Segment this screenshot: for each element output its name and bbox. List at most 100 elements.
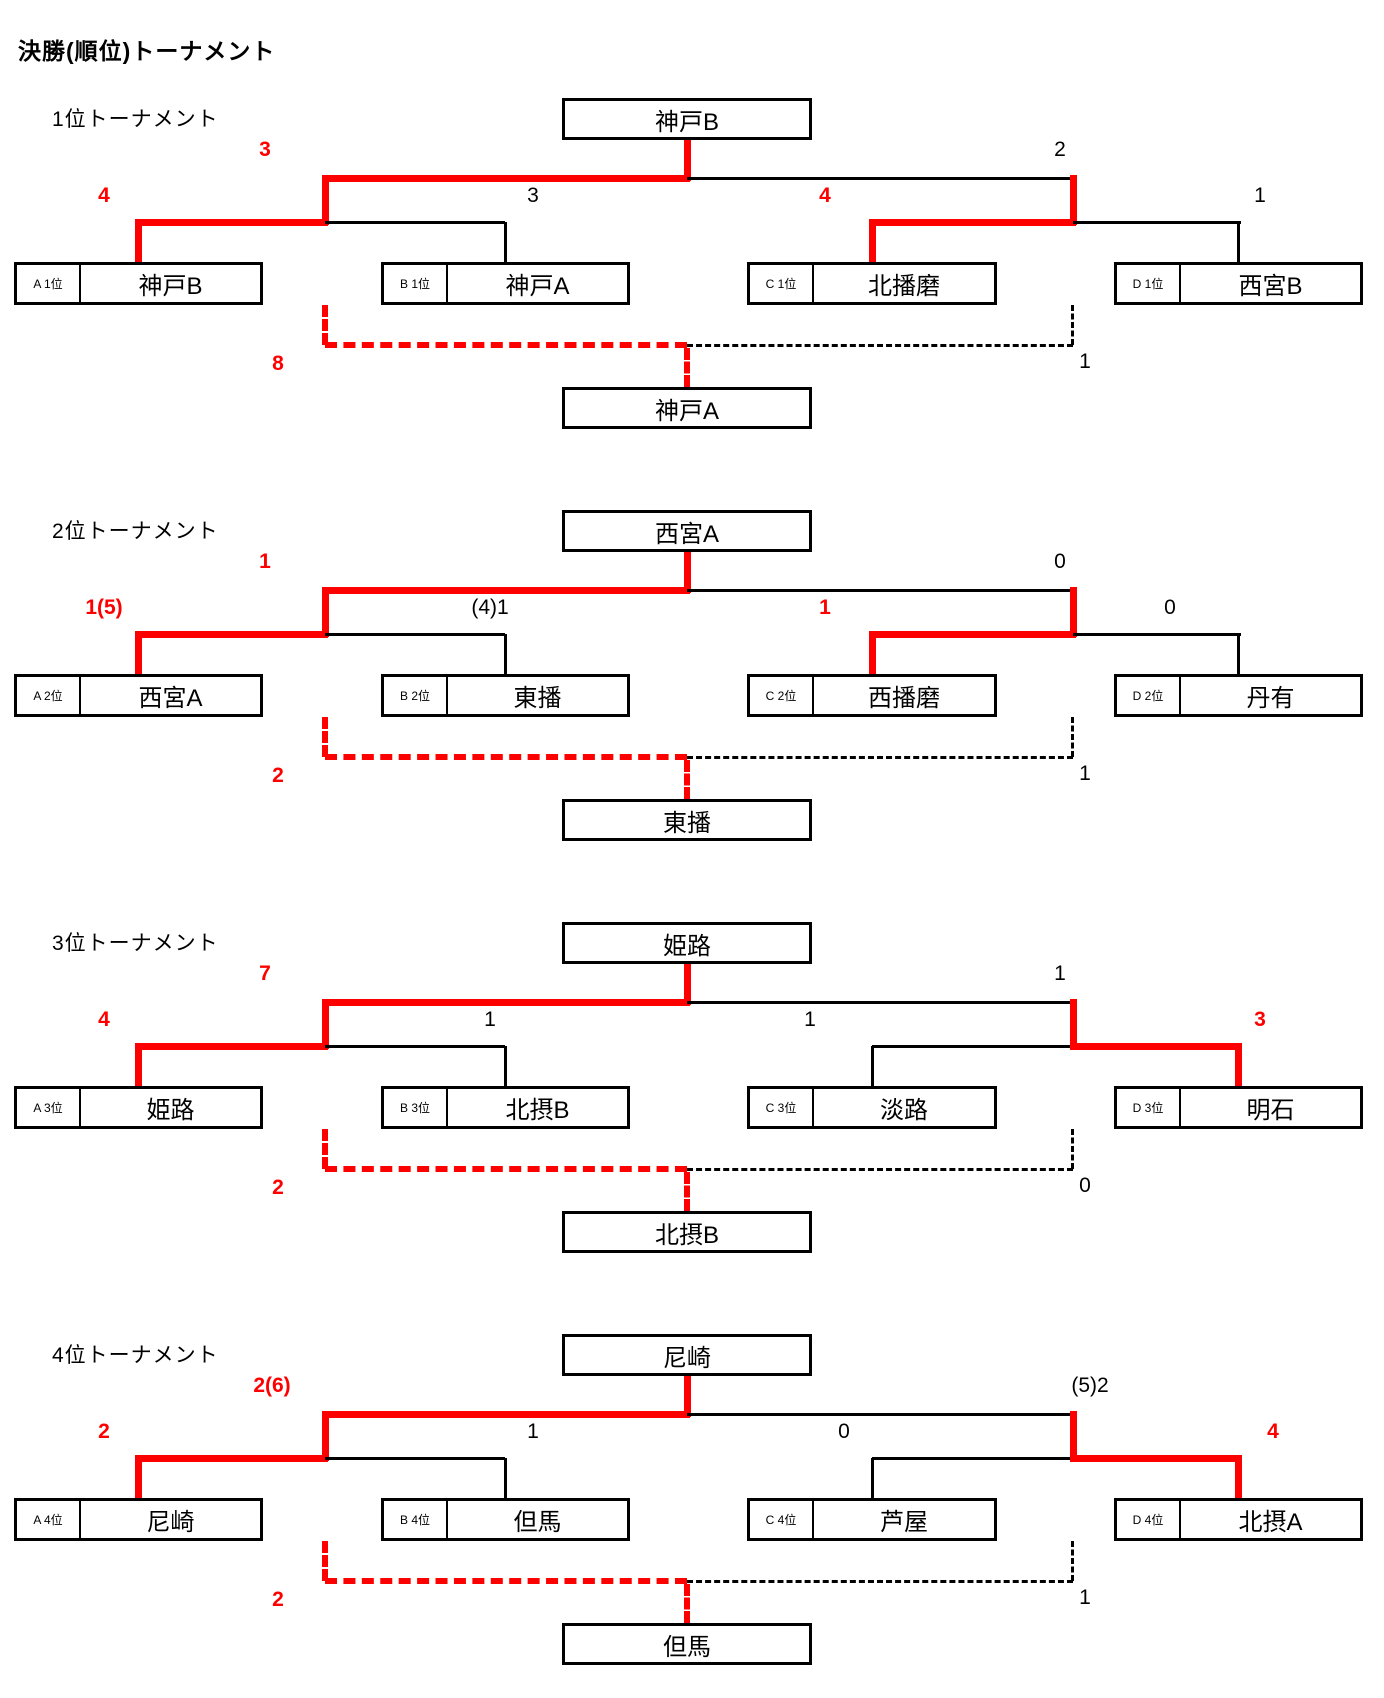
third-place-left-drop	[322, 1129, 328, 1169]
semifinal-left-connector-loser	[325, 221, 505, 224]
champion-stem-line	[684, 140, 691, 181]
score-sf-left-b: 1	[527, 1420, 539, 1443]
team-name: 西宮B	[1238, 273, 1303, 300]
riser-team-b	[504, 634, 507, 674]
third-place-left-drop	[322, 717, 328, 757]
final-line-left	[322, 587, 690, 594]
team-name: 東播	[513, 685, 562, 712]
score-third-left: 2	[272, 1176, 284, 1199]
section-title: 4位トーナメント	[52, 1344, 219, 1367]
champion-box: 神戸B	[562, 98, 812, 140]
score-sf-left-a: 4	[98, 1008, 110, 1031]
score-sf-left-b: 1	[484, 1008, 496, 1031]
team-name: 丹有	[1246, 685, 1295, 712]
semifinal-right-stem	[1070, 999, 1077, 1049]
third-place-right-drop	[1071, 1129, 1074, 1169]
bracket-1: 1位トーナメント 神戸B 3 2 4 3 4 1 8 1 A 1位神戸B B 1…	[0, 0, 1384, 430]
third-place-left-line	[325, 1166, 687, 1172]
team-name: 淡路	[880, 1097, 928, 1124]
seed-label: C 3位	[750, 1089, 814, 1126]
score-third-right: 1	[1079, 762, 1091, 785]
third-place-name: 但馬	[663, 1633, 711, 1661]
score-sf-right-d: 3	[1254, 1008, 1266, 1031]
team-box-d: D 4位北摂A	[1114, 1498, 1363, 1541]
team-box-b: B 3位 北摂B	[381, 1086, 630, 1129]
seed-label: C 2位	[750, 677, 814, 714]
team-name: 神戸B	[138, 273, 203, 300]
team-name: 明石	[1246, 1097, 1295, 1124]
team-name: 神戸A	[505, 273, 570, 300]
seed-label: B 3位	[384, 1089, 448, 1126]
seed-label: A 3位	[17, 1089, 81, 1126]
final-line-left	[322, 999, 690, 1006]
final-line-right	[687, 589, 1073, 592]
semifinal-left-stem	[322, 175, 329, 225]
champion-stem-line	[684, 964, 691, 1005]
third-place-center-drop	[684, 348, 690, 387]
section-title: 1位トーナメント	[52, 108, 219, 131]
seed-label: B 1位	[384, 265, 448, 302]
third-place-left-drop	[322, 305, 328, 345]
seed-label: A 2位	[17, 677, 81, 714]
riser-team-b	[504, 1458, 507, 1498]
champion-box: 姫路	[562, 922, 812, 964]
team-box-c: C 2位 西播磨	[747, 674, 997, 717]
riser-team-a	[135, 222, 142, 262]
seed-label: B 2位	[384, 677, 448, 714]
semifinal-right-connector-loser	[872, 1045, 1073, 1048]
team-name: 北摂B	[505, 1097, 570, 1124]
score-sf-right-d: 1	[1254, 184, 1266, 207]
third-place-left-line	[325, 342, 687, 348]
score-final-right: 0	[1054, 550, 1066, 573]
semifinal-right-stem	[1070, 587, 1077, 637]
riser-team-a	[135, 1458, 142, 1498]
third-place-right-drop	[1071, 717, 1074, 757]
riser-team-d	[1237, 634, 1240, 674]
score-sf-right-c: 1	[819, 596, 831, 619]
third-place-left-drop	[322, 1541, 328, 1581]
third-place-right-line	[687, 344, 1073, 347]
semifinal-right-stem	[1070, 1411, 1077, 1461]
semifinal-right-connector-winner	[1070, 1043, 1242, 1050]
third-place-name: 東播	[663, 809, 711, 837]
third-place-center-drop	[684, 1172, 690, 1211]
semifinal-left-connector-loser	[325, 633, 505, 636]
score-sf-left-b: 3	[527, 184, 539, 207]
champion-stem-line	[684, 1376, 691, 1417]
seed-label: D 1位	[1117, 265, 1181, 302]
score-third-right: 0	[1079, 1174, 1091, 1197]
team-box-a: A 2位 西宮A	[14, 674, 263, 717]
score-sf-left-a: 1(5)	[85, 596, 123, 619]
semifinal-right-connector-winner	[869, 631, 1076, 638]
team-name: 尼崎	[146, 1509, 195, 1536]
riser-team-d	[1235, 1458, 1242, 1498]
final-line-right	[687, 1001, 1073, 1004]
team-box-b: B 2位 東播	[381, 674, 630, 717]
team-name: 北播磨	[868, 273, 940, 300]
team-box-a: A 3位姫路	[14, 1086, 263, 1129]
third-place-box: 神戸A	[562, 387, 812, 429]
semifinal-left-connector-winner	[135, 1043, 328, 1050]
semifinal-right-connector-loser	[1073, 633, 1241, 636]
third-place-center-drop	[684, 760, 690, 799]
third-place-right-line	[687, 756, 1073, 759]
semifinal-right-stem	[1070, 175, 1077, 225]
team-box-c: C 4位芦屋	[747, 1498, 997, 1541]
riser-team-b	[504, 222, 507, 262]
team-name: 西播磨	[868, 685, 940, 712]
semifinal-left-connector-loser	[325, 1045, 505, 1048]
riser-team-c	[869, 634, 876, 674]
third-place-box: 北摂B	[562, 1211, 812, 1253]
third-place-left-line	[325, 1578, 687, 1584]
score-final-left: 1	[259, 550, 271, 573]
team-name: 西宮A	[138, 685, 203, 712]
semifinal-right-connector-loser	[872, 1457, 1073, 1460]
third-place-name: 神戸A	[654, 397, 719, 425]
seed-label: C 1位	[750, 265, 814, 302]
riser-team-c	[869, 222, 876, 262]
team-box-c: C 3位 淡路	[747, 1086, 997, 1129]
semifinal-left-stem	[322, 1411, 329, 1461]
semifinal-left-connector-winner	[135, 1455, 328, 1462]
semifinal-left-stem	[322, 999, 329, 1049]
final-line-left	[322, 1411, 690, 1418]
